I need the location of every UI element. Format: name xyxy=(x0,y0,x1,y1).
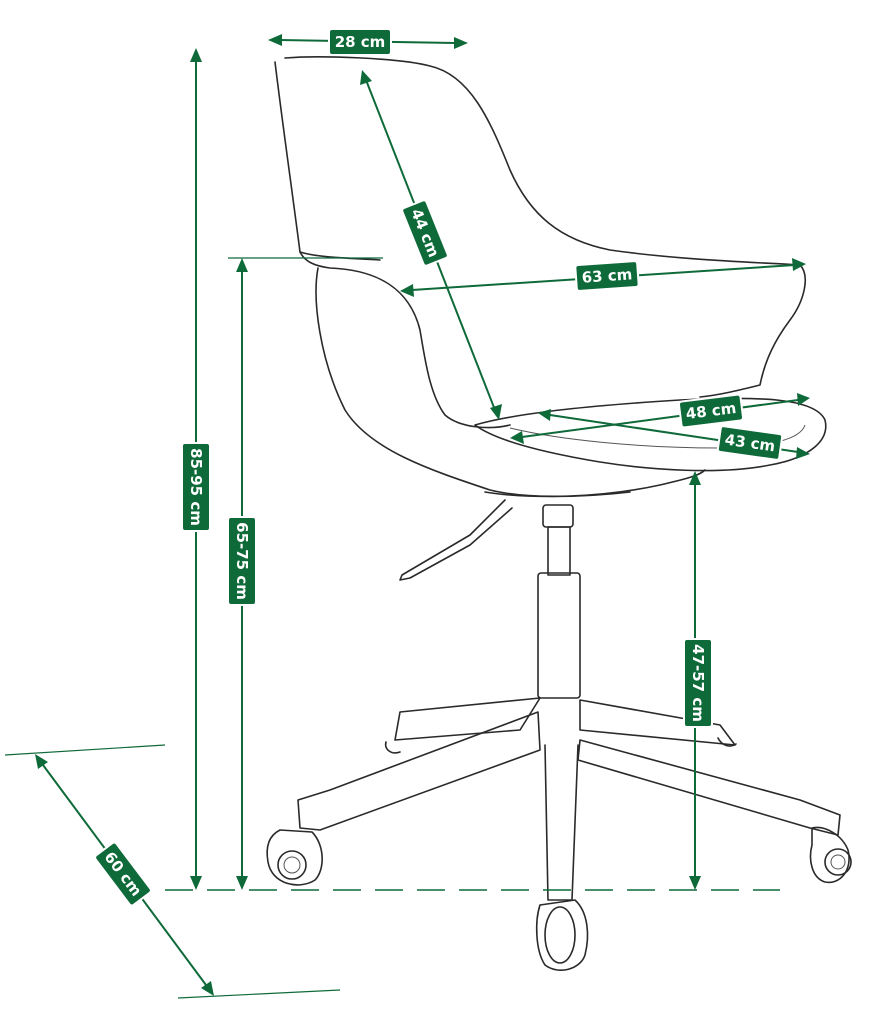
seat-underside xyxy=(484,491,631,498)
left-arm xyxy=(299,251,511,429)
label-seat-height: 47-57 cm xyxy=(689,644,707,722)
caster-back-right xyxy=(717,737,737,747)
backrest-inner xyxy=(274,61,381,261)
gas-lever xyxy=(399,499,513,581)
tag-arm-width: 63 cm xyxy=(574,260,640,292)
seat-pad xyxy=(474,397,827,472)
label-armrest-height: 65-75 cm xyxy=(233,522,251,600)
tag-armrest-height: 65-75 cm xyxy=(227,516,257,606)
tag-seat-height: 47-57 cm xyxy=(683,638,713,728)
guide-lines xyxy=(4,257,780,999)
tag-back-width: 28 cm xyxy=(328,28,392,56)
tag-back-height: 44 cm xyxy=(401,199,449,267)
caster-back-left xyxy=(384,741,401,754)
tag-base-diameter: 60 cm xyxy=(94,841,152,907)
label-arm-width: 63 cm xyxy=(581,265,633,286)
caster-front xyxy=(535,899,589,971)
mechanism xyxy=(542,504,574,528)
label-total-height: 85-95 cm xyxy=(187,448,205,526)
arm-front xyxy=(315,267,706,498)
base-arm-left xyxy=(394,697,541,741)
caster-left xyxy=(266,829,323,886)
chair-illustration xyxy=(266,56,852,971)
base-arm-front xyxy=(544,744,579,901)
tag-seat-depth: 43 cm xyxy=(716,425,784,461)
seat-width-arrow xyxy=(521,399,799,438)
base-guide-bottom xyxy=(177,989,341,999)
caster-right xyxy=(809,826,852,884)
tag-total-height: 85-95 cm xyxy=(181,442,211,532)
backrest-shell xyxy=(284,56,806,398)
seat-pad-inner xyxy=(509,424,806,449)
label-back-width: 28 cm xyxy=(335,33,386,51)
dimension-arrows xyxy=(35,34,810,996)
base-arm-back-left xyxy=(297,711,541,831)
gas-cylinder-base xyxy=(537,572,581,699)
gas-cylinder-top xyxy=(547,526,571,576)
base-guide-top xyxy=(4,744,166,756)
base-arm-back-right xyxy=(577,739,841,836)
tag-seat-width: 48 cm xyxy=(677,393,745,429)
